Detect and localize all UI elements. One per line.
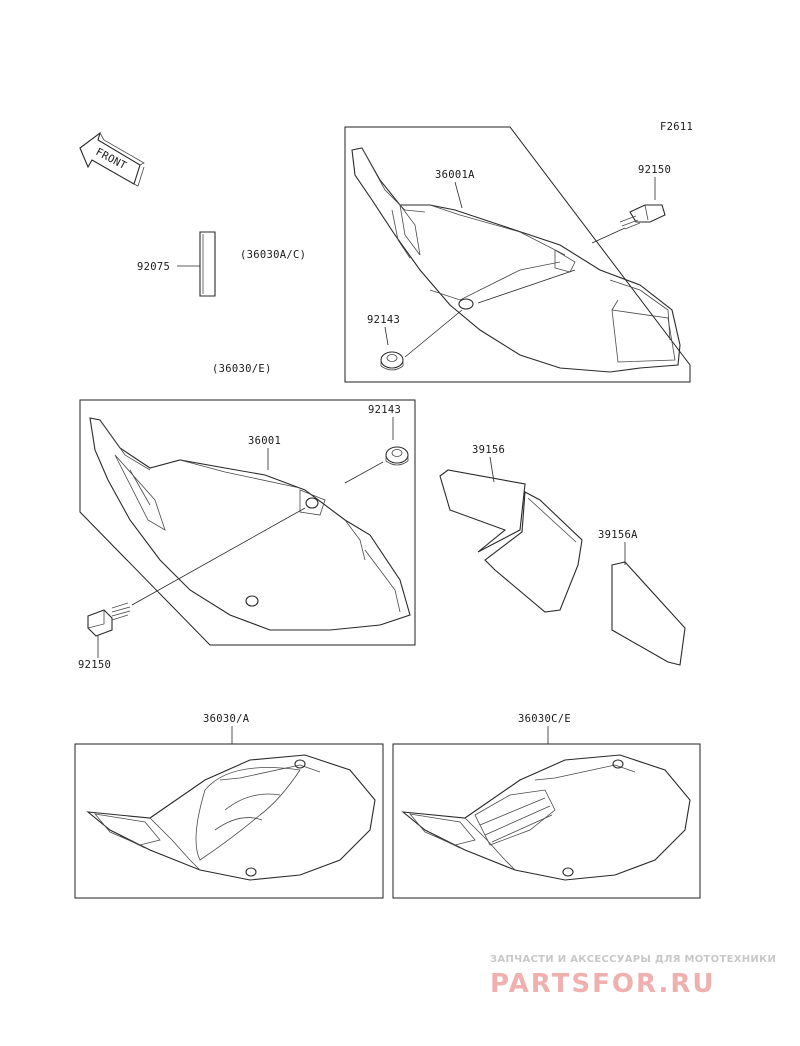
bolt-icon [87, 602, 131, 637]
watermark-tagline: ЗАПЧАСТИ И АКСЕССУАРЫ ДЛЯ МОТОТЕХНИКИ [490, 954, 776, 965]
label-92150-mid: 92150 [78, 659, 111, 671]
label-92143-mid: 92143 [368, 404, 401, 416]
label-39156: 39156 [472, 444, 505, 456]
grommet-icon [380, 351, 404, 371]
watermark: ЗАПЧАСТИ И АКСЕССУАРЫ ДЛЯ МОТОТЕХНИКИ PA… [490, 954, 776, 999]
side-cover-36001-group: 36001 92143 92150 [78, 399, 416, 671]
grommet-icon [385, 446, 409, 466]
side-cover-36030a-group: 36030/A [74, 713, 384, 899]
pad-92075-group: 92075 (36030A/C) [137, 231, 306, 297]
side-cover-36030ce-group: 36030C/E [392, 713, 701, 899]
watermark-brand: PARTSFOR.RU [490, 969, 715, 999]
decal-39156-group: 39156 39156A [439, 444, 686, 666]
figure-code: F2611 [660, 121, 693, 133]
front-label: FRONT [94, 146, 129, 172]
label-36030ce: 36030C/E [518, 713, 571, 725]
label-36001a: 36001A [435, 169, 475, 181]
label-92075: 92075 [137, 261, 170, 273]
side-cover-36001a-group: 36001A 92150 92143 [344, 126, 691, 383]
bolt-icon [619, 204, 666, 230]
label-92143-top: 92143 [367, 314, 400, 326]
label-36030e: (36030/E) [212, 363, 272, 375]
front-arrow-icon: FRONT [79, 131, 145, 187]
label-92150-top: 92150 [638, 164, 671, 176]
label-36001: 36001 [248, 435, 281, 447]
label-36030a: 36030/A [203, 713, 250, 725]
label-36030ac: (36030A/C) [240, 249, 306, 261]
label-39156a: 39156A [598, 529, 638, 541]
